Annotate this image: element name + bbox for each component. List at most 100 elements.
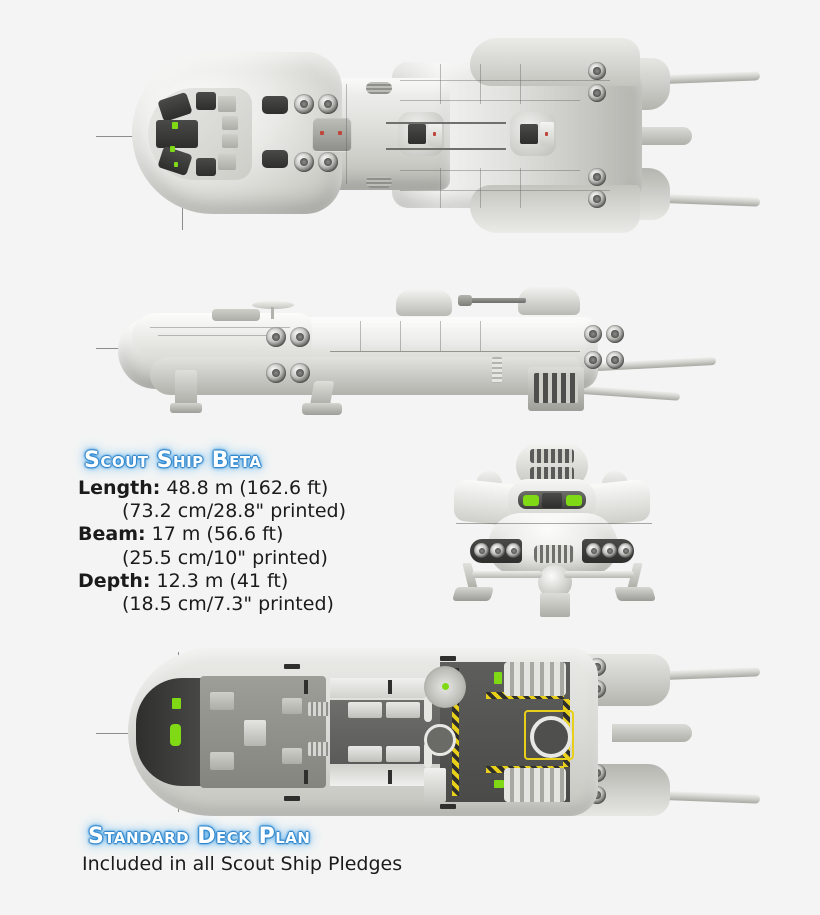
deck-plan-subtitle: Included in all Scout Ship Pledges bbox=[82, 853, 403, 875]
ship-title: Scout Ship Beta bbox=[84, 448, 262, 473]
front-view bbox=[430, 435, 690, 620]
deck-plan-spike-center bbox=[612, 724, 692, 742]
deck-plan-bunk-lower-1 bbox=[348, 746, 382, 762]
side-view-thruster-u2 bbox=[290, 327, 310, 347]
side-view-panel-line bbox=[330, 351, 580, 352]
side-view-engine-vent bbox=[534, 373, 578, 403]
top-view-thruster-fwd-lr bbox=[318, 152, 338, 172]
top-view-thruster-aft-u2 bbox=[588, 84, 606, 102]
front-view-crossbar-right bbox=[564, 571, 634, 578]
side-view-thruster-u1 bbox=[266, 327, 286, 347]
spec-row-depth: Depth: 12.3 m (41 ft) bbox=[78, 570, 438, 593]
spec-label-depth: Depth: bbox=[78, 569, 151, 592]
top-view-thruster-fwd-ul bbox=[294, 94, 314, 114]
deck-plan-view bbox=[0, 620, 820, 820]
deck-plan-console-center bbox=[244, 720, 266, 746]
deck-plan-panel-fwd-lower bbox=[308, 742, 334, 756]
side-view-dorsal-dish bbox=[252, 301, 294, 309]
side-view-dorsal-mast bbox=[271, 307, 274, 319]
side-view-landing-pad-forward bbox=[170, 403, 202, 413]
side-view-turret-barrel-cap bbox=[458, 295, 472, 306]
front-view-dorsal-pod-vent-2 bbox=[530, 467, 574, 481]
front-view-strut-center bbox=[540, 593, 570, 617]
side-view-turret-barrel bbox=[468, 298, 526, 303]
top-view-canopy-rib-3 bbox=[222, 134, 238, 148]
top-view-hatch-light-right bbox=[338, 131, 342, 135]
deck-plan-engine-assembly-lower bbox=[504, 768, 566, 802]
top-view-thruster-fwd-ur bbox=[318, 94, 338, 114]
front-view-nozzle-r2 bbox=[602, 543, 617, 558]
front-view-nozzle-l1 bbox=[474, 543, 489, 558]
top-view-canopy-pane-4 bbox=[196, 92, 216, 110]
deck-plan-bulkhead-mark-6 bbox=[388, 770, 392, 784]
deck-plan-engine-light-lower bbox=[494, 780, 504, 788]
deck-plan-bulkhead-mark-5 bbox=[388, 680, 392, 694]
top-view-turret-forward-light bbox=[433, 132, 436, 136]
top-view-thruster-aft-u1 bbox=[588, 62, 606, 80]
side-view-thruster-l1 bbox=[266, 363, 286, 383]
top-view-dorsal-hatch bbox=[312, 118, 352, 152]
top-view-panel-line bbox=[480, 168, 481, 208]
top-view-thruster-aft-l2 bbox=[588, 190, 606, 208]
deck-plan-hatch-circle bbox=[424, 724, 456, 756]
deck-plan-bulkhead-mark-2 bbox=[284, 796, 300, 801]
deck-plan-seat-3 bbox=[282, 698, 302, 714]
deck-plan-panel-fwd-upper bbox=[308, 702, 334, 716]
side-view-ventral-hull bbox=[150, 357, 580, 395]
side-view-thruster-l2 bbox=[290, 363, 310, 383]
top-view-panel-line bbox=[440, 64, 441, 104]
top-view-thruster-fwd-ll bbox=[294, 152, 314, 172]
deck-plan-bulkhead-mark-8 bbox=[440, 804, 456, 809]
deck-plan-reactor-core bbox=[530, 716, 572, 758]
top-view-aft-flare-upper bbox=[470, 38, 640, 86]
side-view-thruster-aft-l1 bbox=[584, 351, 602, 369]
top-view-panel-line bbox=[520, 64, 521, 104]
spec-printed-depth: (18.5 cm/7.3" printed) bbox=[122, 592, 334, 615]
side-view bbox=[0, 265, 820, 430]
spec-value-depth: 12.3 m (41 ft) bbox=[156, 569, 289, 592]
top-view-turret-rail-upper bbox=[386, 122, 506, 124]
deck-plan-seat-4 bbox=[282, 748, 302, 764]
spec-row-length: Length: 48.8 m (162.6 ft) bbox=[78, 477, 438, 500]
ship-spec-block: Scout Ship Beta Length: 48.8 m (162.6 ft… bbox=[78, 448, 438, 616]
front-view-nozzle-l3 bbox=[506, 543, 521, 558]
front-view-cockpit-light-right bbox=[566, 495, 582, 506]
top-view-canopy-rib-4 bbox=[218, 154, 236, 170]
spec-value-length: 48.8 m (162.6 ft) bbox=[166, 477, 329, 499]
top-view-turret-aft-light bbox=[545, 132, 548, 136]
spec-label-length: Length: bbox=[78, 477, 161, 499]
side-view-panel-line bbox=[480, 321, 481, 351]
deck-plan-bunk-upper-1 bbox=[348, 702, 382, 718]
deck-plan-nose-light-2 bbox=[170, 724, 181, 746]
front-view-dorsal-pod-vent-1 bbox=[530, 449, 574, 463]
front-view-nozzle-l2 bbox=[490, 543, 505, 558]
deck-plan-nose-light-1 bbox=[172, 698, 181, 709]
deck-plan-engine-assembly-upper bbox=[504, 662, 566, 696]
top-view-panel-line bbox=[480, 64, 481, 104]
side-view-panel-line bbox=[400, 321, 401, 351]
top-view-cockpit-light-1 bbox=[172, 122, 178, 129]
top-view-sensor-bay-lower bbox=[262, 150, 288, 168]
spec-printed-length: (73.2 cm/28.8" printed) bbox=[122, 500, 347, 523]
top-view-aft-flare-lower bbox=[470, 185, 640, 233]
top-view-canopy-rib-1 bbox=[218, 96, 236, 112]
top-view-vent-lower bbox=[366, 176, 392, 188]
front-view-pad-right bbox=[613, 587, 657, 601]
front-view-canopy-center-pane bbox=[542, 493, 562, 508]
side-view-landing-pad-aft bbox=[302, 403, 342, 415]
spec-label-beam: Beam: bbox=[78, 523, 146, 546]
deck-plan-storage-box bbox=[424, 768, 446, 802]
top-view-sensor-bay-upper bbox=[262, 96, 288, 114]
top-view-vent-upper bbox=[366, 82, 392, 94]
deck-plan-seat-1 bbox=[210, 692, 234, 710]
deck-plan-bulkhead-mark-1 bbox=[284, 664, 300, 669]
side-view-canopy-line bbox=[150, 327, 290, 328]
front-view-cockpit-light-left bbox=[523, 495, 539, 506]
deck-plan-hazard-stripe-left bbox=[452, 668, 459, 796]
side-view-ladder bbox=[492, 357, 502, 383]
spec-value-beam: 17 m (56.6 ft) bbox=[151, 523, 284, 546]
side-view-panel-line bbox=[360, 321, 361, 351]
top-view-panel-line bbox=[346, 84, 347, 184]
deck-plan-airlock-door-lower bbox=[424, 742, 432, 768]
